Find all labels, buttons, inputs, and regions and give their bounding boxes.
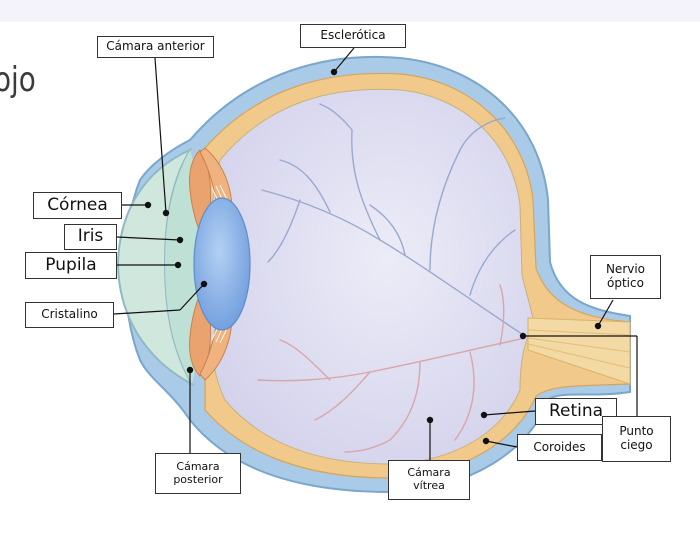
label-camara-posterior: Cámara posterior bbox=[155, 453, 241, 494]
optic-nerve bbox=[527, 317, 631, 385]
label-cornea: Córnea bbox=[33, 192, 122, 219]
label-coroides: Coroides bbox=[517, 434, 602, 461]
lens bbox=[193, 197, 251, 331]
retina-vessels-upper bbox=[261, 103, 526, 337]
top-strip bbox=[0, 0, 700, 22]
vitreous-body bbox=[205, 88, 535, 465]
label-cristalino: Cristalino bbox=[25, 302, 114, 328]
page-title-fragment: ojo bbox=[0, 60, 36, 100]
leader-dots bbox=[144, 68, 602, 445]
label-pupila: Pupila bbox=[25, 252, 117, 279]
label-iris: Iris bbox=[64, 224, 117, 250]
cornea bbox=[116, 147, 195, 387]
leader-lines bbox=[113, 47, 638, 460]
label-esclerotica: Esclerótica bbox=[300, 24, 406, 48]
label-camara-anterior: Cámara anterior bbox=[97, 36, 214, 58]
retina-vessels-lower bbox=[257, 284, 526, 453]
label-punto-ciego: Punto ciego bbox=[602, 416, 671, 462]
label-nervio-optico: Nervio óptico bbox=[590, 255, 661, 299]
label-camara-vitrea: Cámara vítrea bbox=[388, 460, 470, 500]
